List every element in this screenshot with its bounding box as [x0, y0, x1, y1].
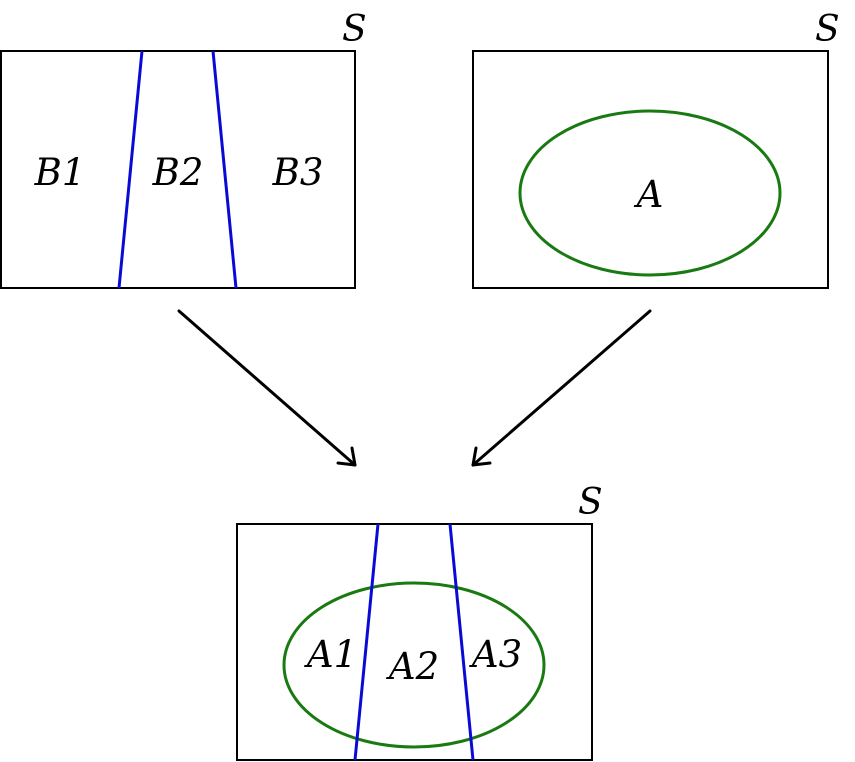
partition-line-left	[117, 51, 144, 288]
region-label-a1: A1	[304, 633, 357, 676]
partition-line-right	[211, 51, 238, 288]
sample-space-box	[472, 50, 829, 289]
sample-space-label: S	[578, 482, 603, 523]
arrow-right-icon	[471, 309, 652, 467]
sample-space-label: S	[342, 9, 367, 50]
top-right-panel: S A	[472, 9, 840, 289]
region-label-a2: A2	[386, 645, 439, 688]
region-label-b1: B1	[34, 151, 86, 194]
arrow-left-icon	[177, 309, 357, 467]
partition-line-left	[353, 524, 380, 760]
sample-space-label: S	[815, 9, 840, 50]
event-label-a: A	[634, 173, 664, 216]
event-a-ellipse	[518, 109, 782, 277]
top-left-panel: S B1 B2 B3	[0, 9, 367, 289]
arrows	[177, 309, 652, 467]
partition-line-right	[448, 524, 475, 760]
sample-space-box	[0, 50, 356, 289]
region-label-b2: B2	[152, 151, 204, 194]
bottom-panel: S A1 A2 A3	[236, 482, 603, 761]
region-label-b3: B3	[272, 151, 324, 194]
sample-space-box	[236, 523, 593, 761]
region-label-a3: A3	[469, 633, 522, 676]
event-a-ellipse	[282, 581, 546, 749]
